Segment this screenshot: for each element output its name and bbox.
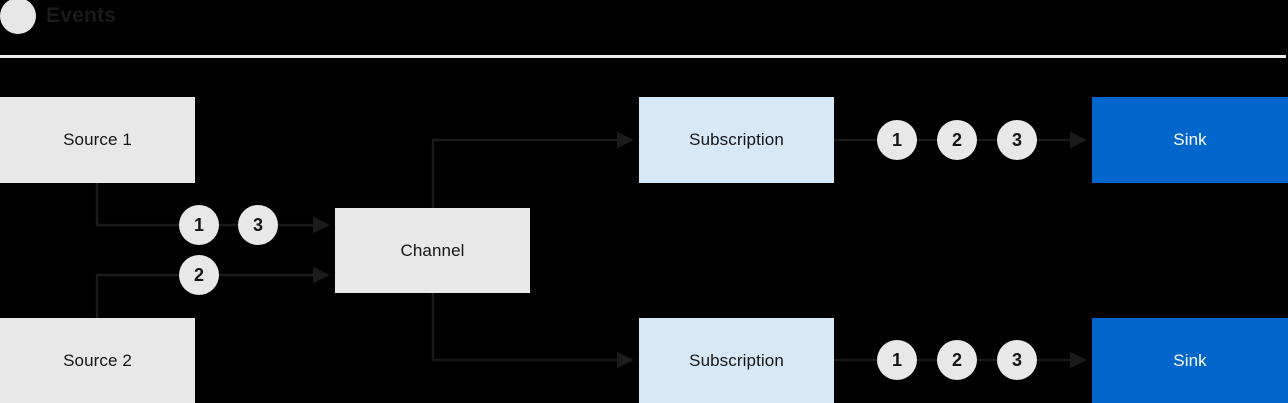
node-sink-bottom-label: Sink [1173,350,1207,370]
event-token: 1 [179,205,219,245]
event-token: 3 [997,340,1037,380]
header-divider [0,55,1286,58]
event-token: 2 [937,340,977,380]
edge-channel-to-subscription-bottom [431,293,634,369]
node-source-2[interactable]: Source 2 [0,318,195,403]
event-token: 2 [937,120,977,160]
event-token: 2 [179,255,219,295]
node-sink-top-label: Sink [1173,130,1207,149]
node-subscription-bottom[interactable]: Subscription [639,318,834,403]
node-sink-bottom[interactable]: Sink [1092,318,1288,403]
event-token: 3 [997,120,1037,160]
node-subscription-top-label: Subscription [689,130,784,149]
event-token: 3 [238,205,278,245]
event-token: 1 [877,340,917,380]
event-token: 1 [877,120,917,160]
node-source-1[interactable]: Source 1 [0,97,195,183]
node-subscription-top[interactable]: Subscription [639,97,834,183]
node-channel-label: Channel [400,240,465,260]
node-source-1-label: Source 1 [63,130,132,149]
node-subscription-bottom-label: Subscription [689,350,784,370]
node-sink-top[interactable]: Sink [1092,97,1288,183]
node-channel[interactable]: Channel [335,208,530,293]
page-title: Events [46,4,117,27]
events-dot-icon [0,0,36,34]
edge-channel-to-subscription-top [431,131,634,208]
edge-source2-to-channel [95,266,330,318]
node-source-2-label: Source 2 [63,350,132,370]
